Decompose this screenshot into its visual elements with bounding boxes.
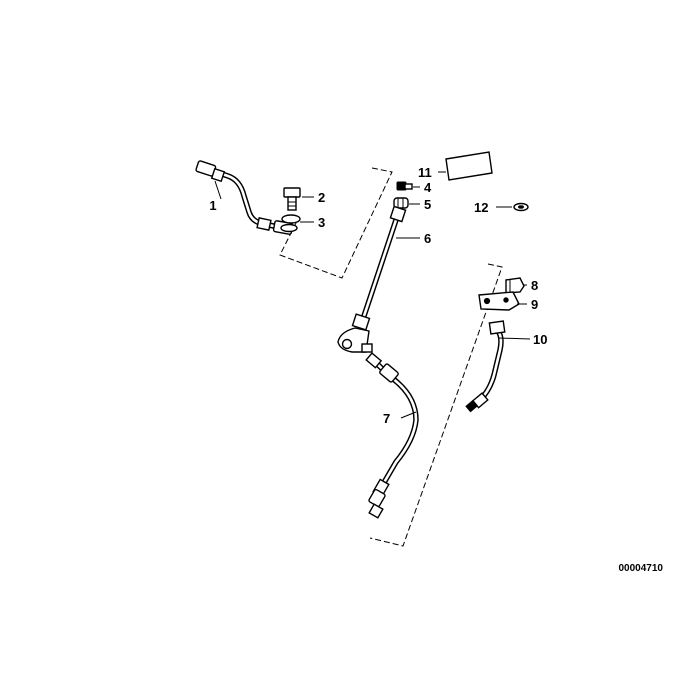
callout-7: 7: [383, 411, 390, 426]
callout-2: 2: [318, 190, 325, 205]
part-11-sticker[interactable]: [445, 151, 493, 181]
part-12-washer[interactable]: [513, 202, 529, 212]
part-9-bracket[interactable]: [478, 291, 520, 311]
part-10-brake-line[interactable]: [465, 320, 506, 413]
part-3-seal-rings[interactable]: [280, 214, 301, 233]
callout-3: 3: [318, 215, 325, 230]
part-7-brake-hose[interactable]: [365, 352, 419, 519]
callout-12: 12: [474, 200, 488, 215]
part-8-clip[interactable]: [505, 277, 525, 294]
part-6-brake-hose[interactable]: [337, 205, 407, 353]
callout-9: 9: [531, 297, 538, 312]
callout-6: 6: [424, 231, 431, 246]
callout-5: 5: [424, 197, 431, 212]
part-4-bleed-screw[interactable]: [396, 181, 413, 191]
callout-8: 8: [531, 278, 538, 293]
leader-lines: [214, 171, 531, 419]
callout-10: 10: [533, 332, 547, 347]
callout-1: 1: [209, 198, 216, 213]
callout-labels: 1 2 3 4 5 6 7 8 9 10 11 12: [209, 165, 547, 426]
callout-4: 4: [424, 180, 432, 195]
part-2-banjo-bolt[interactable]: [283, 187, 301, 211]
assembly-guide-lines: [279, 167, 503, 547]
diagram-code: 00004710: [619, 563, 664, 574]
callout-11: 11: [418, 165, 432, 180]
part-5-cap[interactable]: [393, 197, 409, 209]
